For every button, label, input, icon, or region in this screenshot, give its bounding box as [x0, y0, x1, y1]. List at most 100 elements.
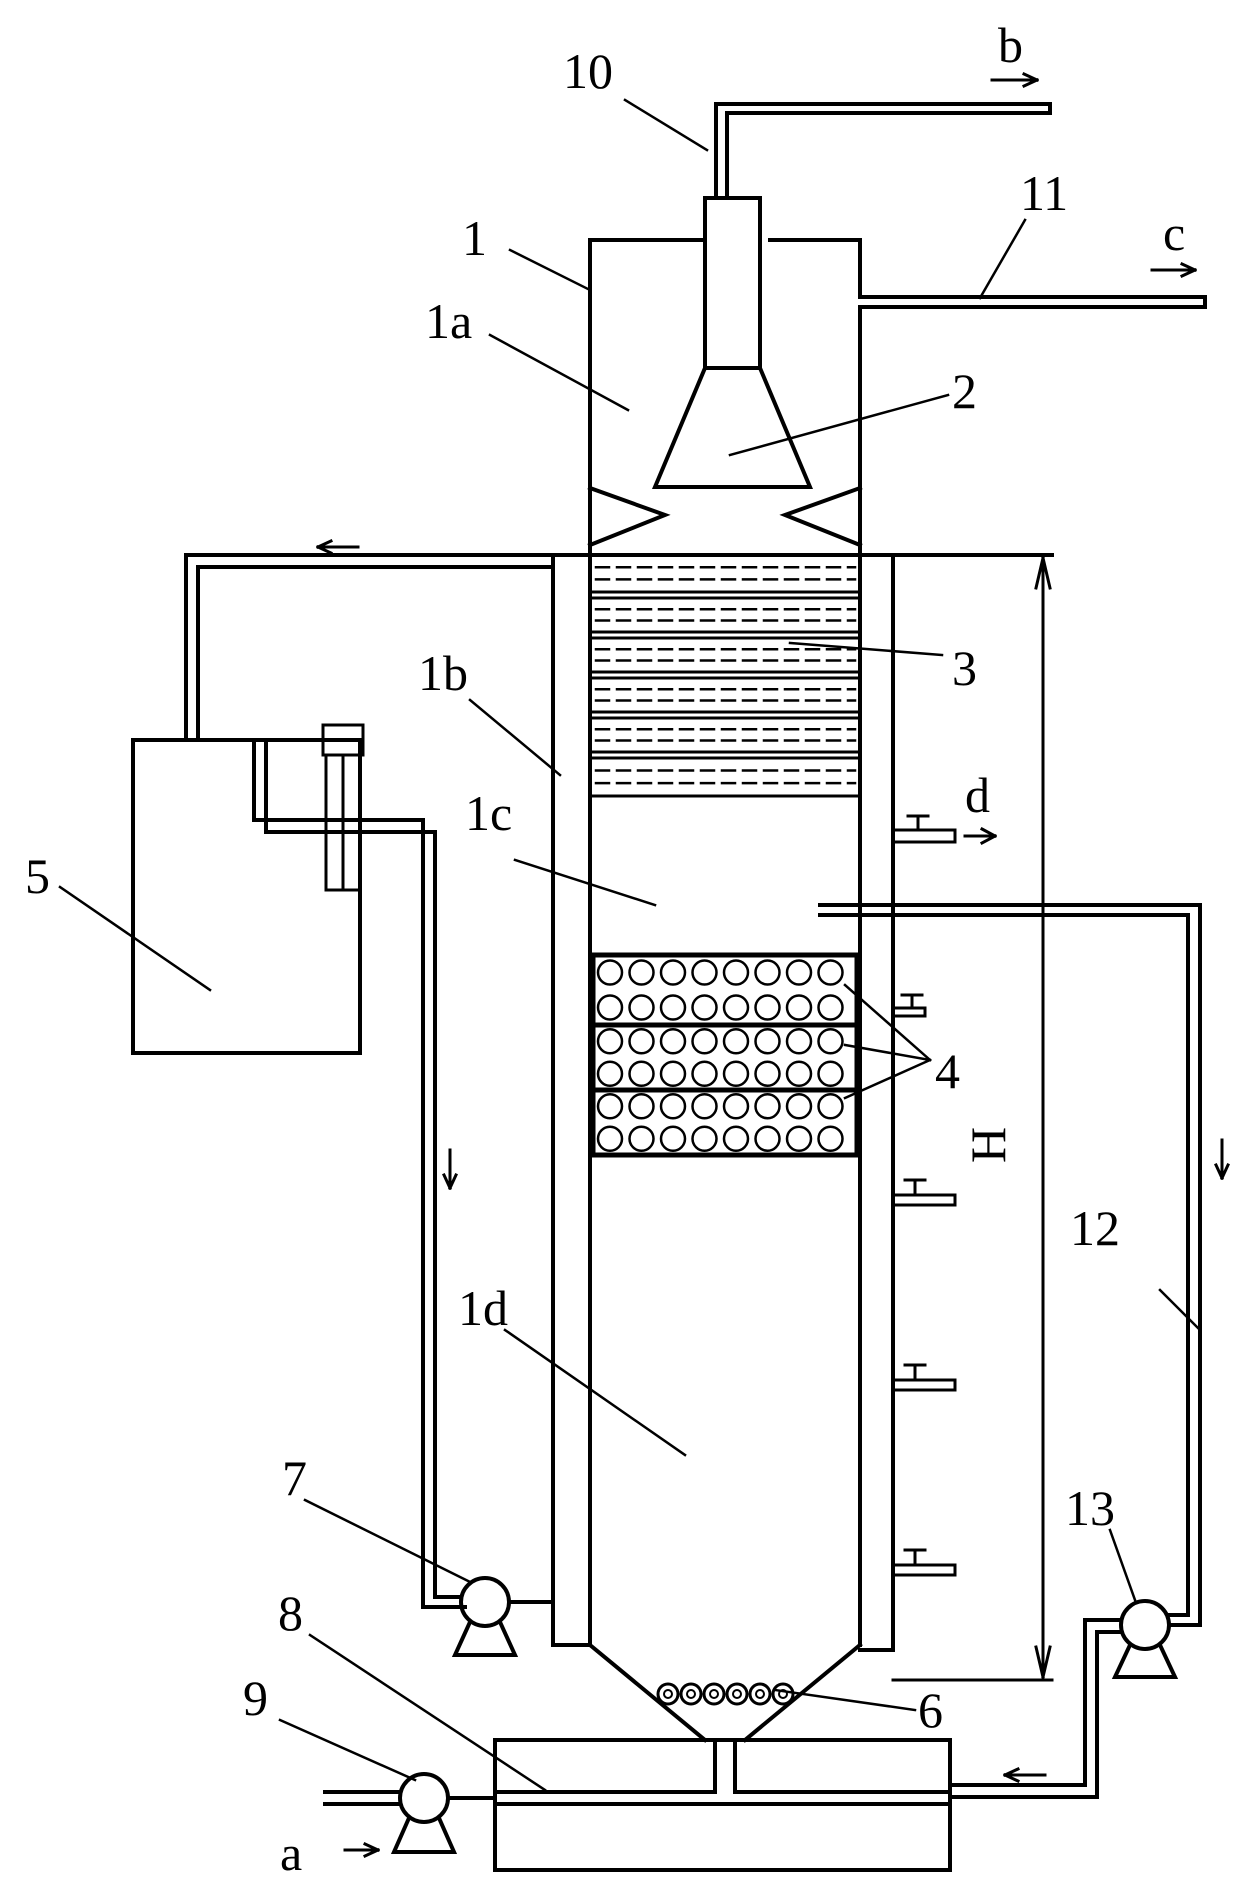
packing-sphere [691, 1125, 718, 1152]
gas-outlet-pipe [703, 102, 1052, 370]
sampling-tap [891, 1548, 957, 1577]
column-walls [551, 553, 1054, 1652]
packing-sphere [659, 1028, 687, 1055]
packing-sphere [722, 1125, 750, 1152]
packing-sphere [817, 959, 844, 986]
packing-sphere [754, 959, 781, 986]
sampling-tap [891, 1178, 957, 1207]
packing-sphere [722, 959, 750, 986]
packing-sphere [754, 1028, 781, 1055]
packing-sphere [659, 959, 687, 986]
stream-label-d: d [965, 767, 990, 823]
flow-arrow-down-left [442, 1148, 458, 1190]
distributor-ring [725, 1682, 749, 1706]
packing-sphere [754, 1125, 781, 1152]
packing-sphere [817, 1093, 844, 1120]
stream-arrow-c [1150, 262, 1197, 278]
packing-sphere [691, 1093, 718, 1120]
label-10: 10 [563, 43, 613, 99]
packing-sphere [785, 1125, 813, 1152]
pump-13 [1111, 1599, 1179, 1679]
packing-sphere [596, 1060, 624, 1087]
packing-sphere [596, 1028, 624, 1055]
packing-sphere [628, 959, 655, 986]
packing-sphere [628, 994, 655, 1021]
reactor-cone [587, 1642, 863, 1792]
packing-layer-3 [588, 553, 862, 798]
separator-funnel [651, 366, 814, 489]
baffle-right [779, 485, 863, 548]
label-3: 3 [952, 640, 977, 696]
recycle-pipe [252, 738, 555, 1609]
packing-sphere [785, 994, 813, 1021]
distributor-core [663, 1689, 673, 1699]
label-9: 9 [243, 1670, 268, 1726]
packing-sphere [659, 1125, 687, 1152]
packing-sphere [754, 1060, 781, 1087]
pump-9 [390, 1772, 458, 1854]
packing-sphere [785, 1093, 813, 1120]
label-8: 8 [278, 1585, 303, 1641]
packing-sphere [596, 994, 624, 1021]
label-4: 4 [935, 1043, 960, 1099]
distributor-core [732, 1689, 742, 1699]
packing-sphere [628, 1028, 655, 1055]
packing-sphere [817, 1060, 844, 1087]
label-1d: 1d [458, 1280, 508, 1336]
leader-lines [58, 98, 1202, 1792]
flow-arrow-left-bottom [1003, 1767, 1047, 1783]
sampling-tap [891, 993, 927, 1018]
label-11: 11 [1020, 165, 1068, 221]
packing-sphere [628, 1060, 655, 1087]
packing-sphere [691, 1028, 718, 1055]
packing-sphere [659, 994, 687, 1021]
packing-sphere [722, 994, 750, 1021]
label-5: 5 [25, 848, 50, 904]
distributor-core [709, 1689, 719, 1699]
distributor-core [686, 1689, 696, 1699]
tank-mixer [321, 723, 365, 892]
distributor-core [755, 1689, 765, 1699]
packing-sphere [785, 959, 813, 986]
packing-sphere [722, 1060, 750, 1087]
distributor-ring [656, 1682, 680, 1706]
label-1: 1 [462, 210, 487, 266]
packing-layer-4 [590, 952, 860, 1158]
flow-arrow-down-right [1214, 1138, 1230, 1180]
reactor-top-shell [588, 238, 1207, 557]
feed-pipe [323, 1788, 952, 1806]
recycle-pipe-12 [818, 903, 1202, 1799]
label-1c: 1c [465, 785, 512, 841]
packing-sphere [659, 1093, 687, 1120]
packing-sphere [691, 1060, 718, 1087]
distributor-ring [748, 1682, 772, 1706]
sampling-tap-d [891, 814, 998, 846]
packing-sphere [596, 1125, 624, 1152]
feed-arrow-a [343, 1842, 380, 1858]
distributor-ring [679, 1682, 703, 1706]
dimension-label-h: H [960, 1127, 1016, 1163]
stream-label-c: c [1163, 205, 1185, 261]
overflow-pipe [184, 553, 555, 742]
distributor-ring [771, 1682, 795, 1706]
label-13: 13 [1065, 1480, 1115, 1536]
sampling-tap [891, 1363, 957, 1392]
packing-sphere [817, 994, 844, 1021]
stream-arrow-b [990, 72, 1039, 88]
packing-sphere [785, 1028, 813, 1055]
packing-sphere [628, 1125, 655, 1152]
label-2: 2 [952, 363, 977, 419]
stream-label-b: b [998, 17, 1023, 73]
labels: 10 b 11 c 1 1a 2 3 1b 1c d 5 4 H 12 1d 1… [25, 17, 1185, 1881]
packing-frame [590, 952, 860, 1158]
settling-tank-5 [131, 738, 362, 1055]
packing-sphere [785, 1060, 813, 1087]
label-1a: 1a [425, 293, 472, 349]
label-6: 6 [918, 1682, 943, 1738]
packing-sphere [817, 1028, 844, 1055]
packing-sphere [628, 1093, 655, 1120]
packing-sphere [659, 1060, 687, 1087]
packing-sphere [722, 1028, 750, 1055]
